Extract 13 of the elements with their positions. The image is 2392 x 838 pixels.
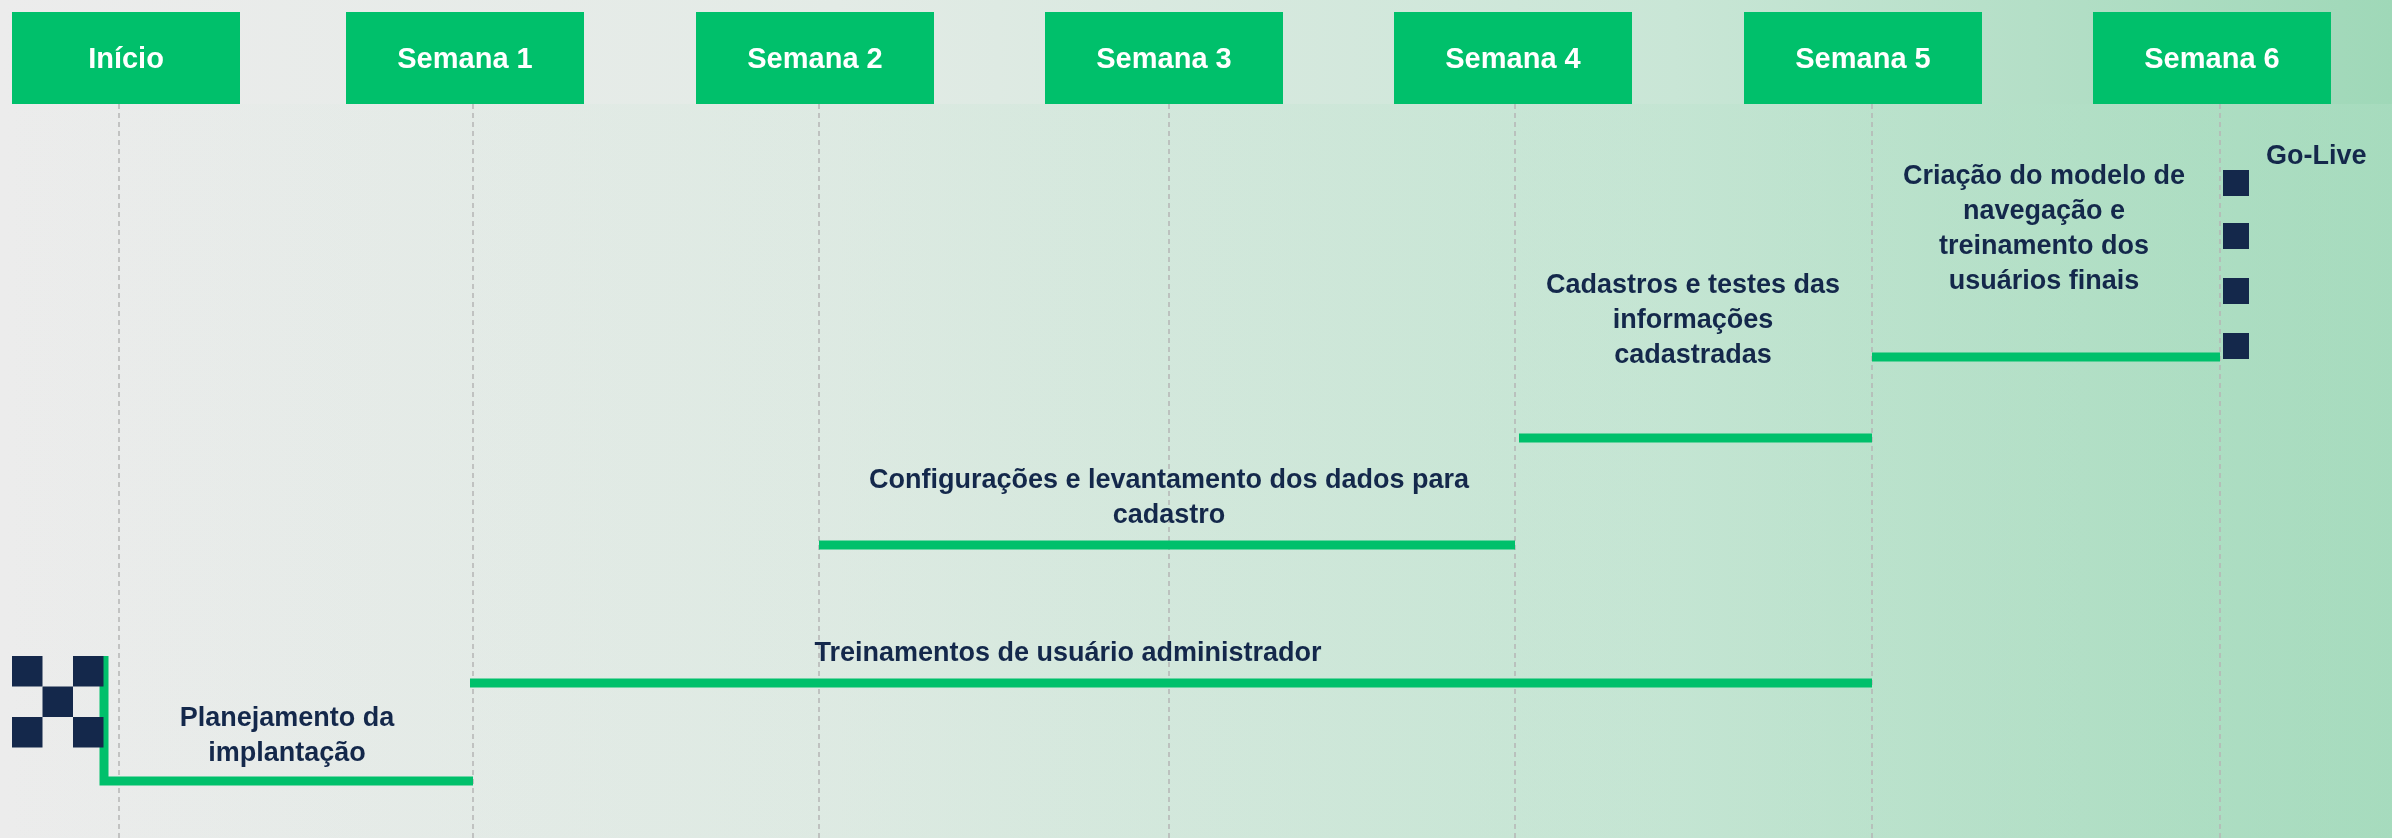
week-header: Semana 6 <box>2093 12 2331 104</box>
week-header: Início <box>12 12 240 104</box>
task-label: Cadastros e testes das informações cadastradas <box>1544 267 1842 371</box>
task-label: Criação do modelo de navegação e treinamento dos usuários finais <box>1901 158 2187 297</box>
week-header: Semana 5 <box>1744 12 1982 104</box>
week-header: Semana 4 <box>1394 12 1632 104</box>
week-header: Semana 1 <box>346 12 584 104</box>
task-label: Configurações e levantamento dos dados para cadastro <box>867 462 1471 531</box>
week-header: Semana 2 <box>696 12 934 104</box>
milestone-label: Go-Live <box>2266 139 2368 172</box>
task-label: Planejamento da implantação <box>178 700 396 769</box>
week-header: Semana 3 <box>1045 12 1283 104</box>
task-label: Treinamentos de usuário administrador <box>813 635 1323 669</box>
